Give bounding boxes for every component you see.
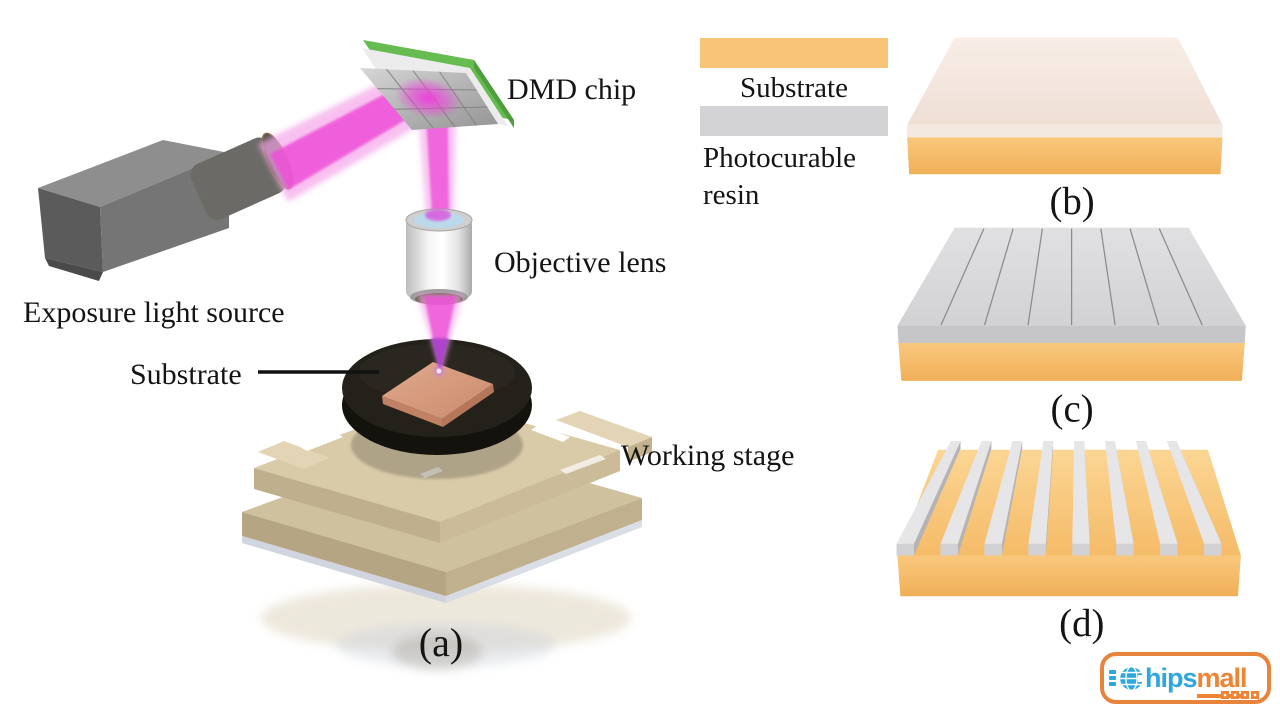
label-working-stage: Working stage bbox=[621, 439, 794, 472]
chipsmall-logo[interactable]: hipsmall bbox=[1100, 652, 1271, 704]
label-substrate: Substrate bbox=[130, 358, 242, 391]
panel-b-resin-coated-substrate: (b) bbox=[907, 37, 1223, 223]
logo-subtext-squares bbox=[1221, 691, 1259, 699]
logo-wordmark: hipsmall bbox=[1145, 662, 1248, 698]
legend-substrate-swatch bbox=[700, 38, 888, 68]
substrate-sample bbox=[382, 362, 494, 427]
panel-a-letter: (a) bbox=[419, 620, 463, 665]
legend-resin-label: Photocurable resin bbox=[703, 142, 857, 211]
dmd-lithography-setup-diagram: DMD chip Objective lens Exposure light s… bbox=[23, 40, 794, 670]
panel-c-exposed-resin: (c) bbox=[897, 227, 1246, 431]
beam-source-to-dmd bbox=[258, 74, 432, 202]
globe-icon bbox=[1118, 665, 1145, 691]
panel-c-letter: (c) bbox=[1051, 388, 1094, 431]
panel-d-letter: (d) bbox=[1059, 602, 1104, 645]
objective-lens bbox=[405, 208, 473, 305]
beam-focus-cone bbox=[417, 294, 463, 377]
panel-d-developed-bars: (d) bbox=[896, 441, 1241, 645]
logo-text-blue: hips bbox=[1145, 662, 1198, 693]
chip-pins-icon bbox=[1109, 670, 1116, 686]
beam-dmd-to-lens bbox=[418, 110, 456, 216]
stage-reflection bbox=[261, 584, 631, 670]
label-exposure-light-source: Exposure light source bbox=[23, 296, 285, 329]
label-objective-lens: Objective lens bbox=[494, 246, 666, 279]
process-panels: (b) (c) (d) bbox=[896, 37, 1246, 645]
label-dmd-chip: DMD chip bbox=[507, 73, 636, 106]
panel-d-resin-bars bbox=[896, 441, 1222, 556]
legend-resin-swatch bbox=[700, 106, 888, 136]
exposure-light-source bbox=[38, 132, 294, 281]
logo-text-orange: mall bbox=[1196, 662, 1248, 698]
panel-b-letter: (b) bbox=[1049, 180, 1094, 223]
legend-substrate-label: Substrate bbox=[740, 72, 848, 104]
dmd-chip bbox=[360, 40, 514, 130]
